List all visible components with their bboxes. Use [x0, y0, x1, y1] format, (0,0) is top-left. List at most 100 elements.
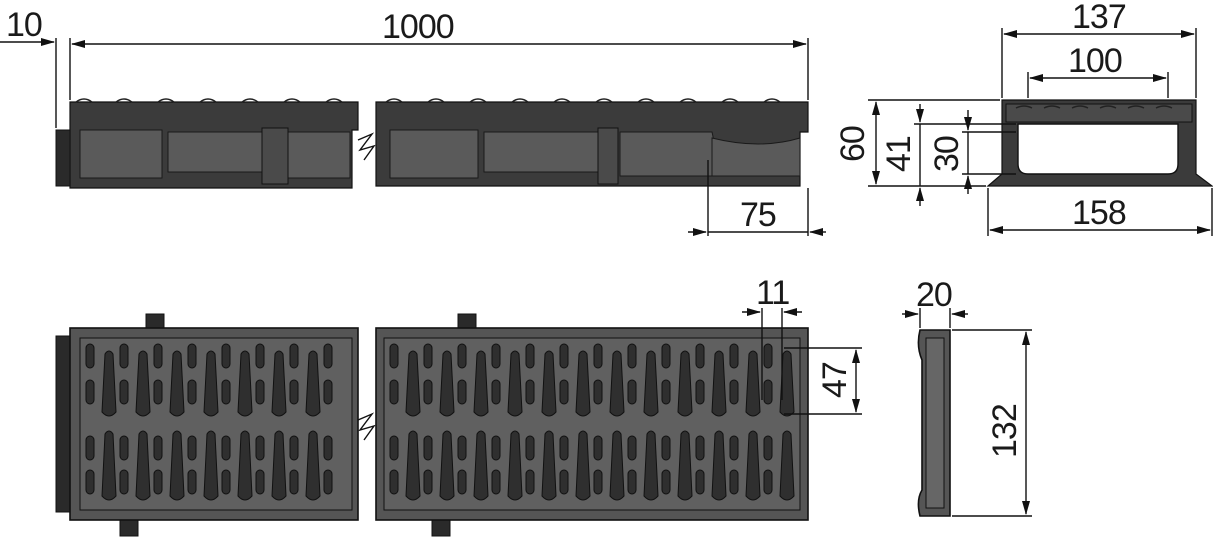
grate-slot [203, 350, 219, 417]
dim-grate-pitch: 47 [784, 347, 862, 415]
grate-slot [85, 343, 95, 369]
grate-slot [661, 343, 671, 369]
grate-slot [729, 343, 739, 369]
grate-end-view [917, 329, 951, 517]
grate-slot [153, 469, 163, 495]
grate-slot [255, 379, 265, 405]
grate-slot [643, 350, 659, 417]
grate-slot [289, 435, 299, 461]
grate-slot [763, 343, 773, 369]
grate-slots-left [85, 343, 333, 501]
grate-slot [119, 469, 129, 495]
grate-slot [423, 343, 433, 369]
grate-slot [593, 379, 603, 405]
grate-slot [525, 435, 535, 461]
grate-slot [763, 379, 773, 405]
grate-slot [677, 350, 693, 417]
grate-slot [439, 350, 455, 417]
grate-slot [457, 469, 467, 495]
dim-base-width: 158 [987, 188, 1213, 236]
grate-slot [661, 469, 671, 495]
grate-slot [289, 343, 299, 369]
grate-slot [457, 343, 467, 369]
dim-inner-width: 100 [1027, 42, 1169, 98]
grate-slot [695, 343, 705, 369]
svg-text:41: 41 [880, 136, 918, 172]
grate-slot [153, 343, 163, 369]
grate-slot [221, 469, 231, 495]
grate-slot [559, 343, 569, 369]
grate-slot [627, 379, 637, 405]
grate-slot [85, 435, 95, 461]
grate-slot [305, 350, 321, 417]
grate-slot [763, 435, 773, 461]
dim-length: 1000 [69, 8, 809, 100]
grate-slot [237, 430, 253, 501]
grate-slot [323, 435, 333, 461]
grate-slot [323, 343, 333, 369]
grate-slot [389, 435, 399, 461]
grate-slot [559, 469, 569, 495]
svg-text:30: 30 [928, 136, 966, 172]
dim-grate-end-thickness: 20 [902, 276, 968, 328]
grate-slot [695, 469, 705, 495]
grate-slot [187, 379, 197, 405]
grate-slot [221, 343, 231, 369]
grate-slot [541, 430, 557, 501]
grate-slot [525, 379, 535, 405]
grate-slot [609, 350, 625, 417]
grate-slot [135, 350, 151, 417]
grate-slot [457, 379, 467, 405]
grate-slot [237, 350, 253, 417]
grate-slot [541, 350, 557, 417]
svg-text:137: 137 [1072, 0, 1126, 36]
grate-slot [677, 430, 693, 501]
grate-slot [85, 469, 95, 495]
side-top-ribs-left [75, 98, 343, 103]
grate-slot [271, 350, 287, 417]
grate-top-view [55, 313, 809, 537]
grate-slot [423, 435, 433, 461]
grate-slot [119, 379, 129, 405]
svg-text:60: 60 [834, 126, 872, 162]
grate-slot [405, 350, 421, 417]
grate-slot [101, 430, 117, 501]
grate-slot [695, 435, 705, 461]
grate-break-symbol [357, 412, 376, 441]
grate-slot [559, 379, 569, 405]
grate-slot [593, 469, 603, 495]
grate-slot [323, 379, 333, 405]
grate-slot [507, 350, 523, 417]
channel-cross-section [986, 99, 1213, 187]
grate-slot [389, 469, 399, 495]
grate-slot [135, 430, 151, 501]
grate-slot [289, 469, 299, 495]
svg-text:11: 11 [756, 274, 789, 312]
grate-slot [711, 430, 727, 501]
grate-slot [187, 469, 197, 495]
dim-grate-rib: 11 [742, 274, 802, 400]
grate-slot [255, 469, 265, 495]
grate-slot [169, 350, 185, 417]
grate-slot [729, 379, 739, 405]
grate-slot [559, 435, 569, 461]
grate-slot [575, 350, 591, 417]
grate-slot [779, 350, 795, 417]
grate-slot [169, 430, 185, 501]
grate-slot [661, 435, 671, 461]
dim-inner-height: 41 [880, 104, 1016, 206]
grate-slot [491, 469, 501, 495]
grate-slot [221, 435, 231, 461]
grate-slot [491, 343, 501, 369]
grate-slot [473, 350, 489, 417]
svg-text:132: 132 [986, 404, 1024, 458]
svg-text:10: 10 [6, 6, 42, 44]
grate-slot [423, 379, 433, 405]
grate-slot [575, 430, 591, 501]
grate-slot [525, 469, 535, 495]
dim-grate-width: 132 [952, 329, 1032, 517]
svg-text:20: 20 [916, 276, 952, 314]
dim-channel-depth: 30 [928, 110, 1016, 194]
grate-slot [711, 350, 727, 417]
